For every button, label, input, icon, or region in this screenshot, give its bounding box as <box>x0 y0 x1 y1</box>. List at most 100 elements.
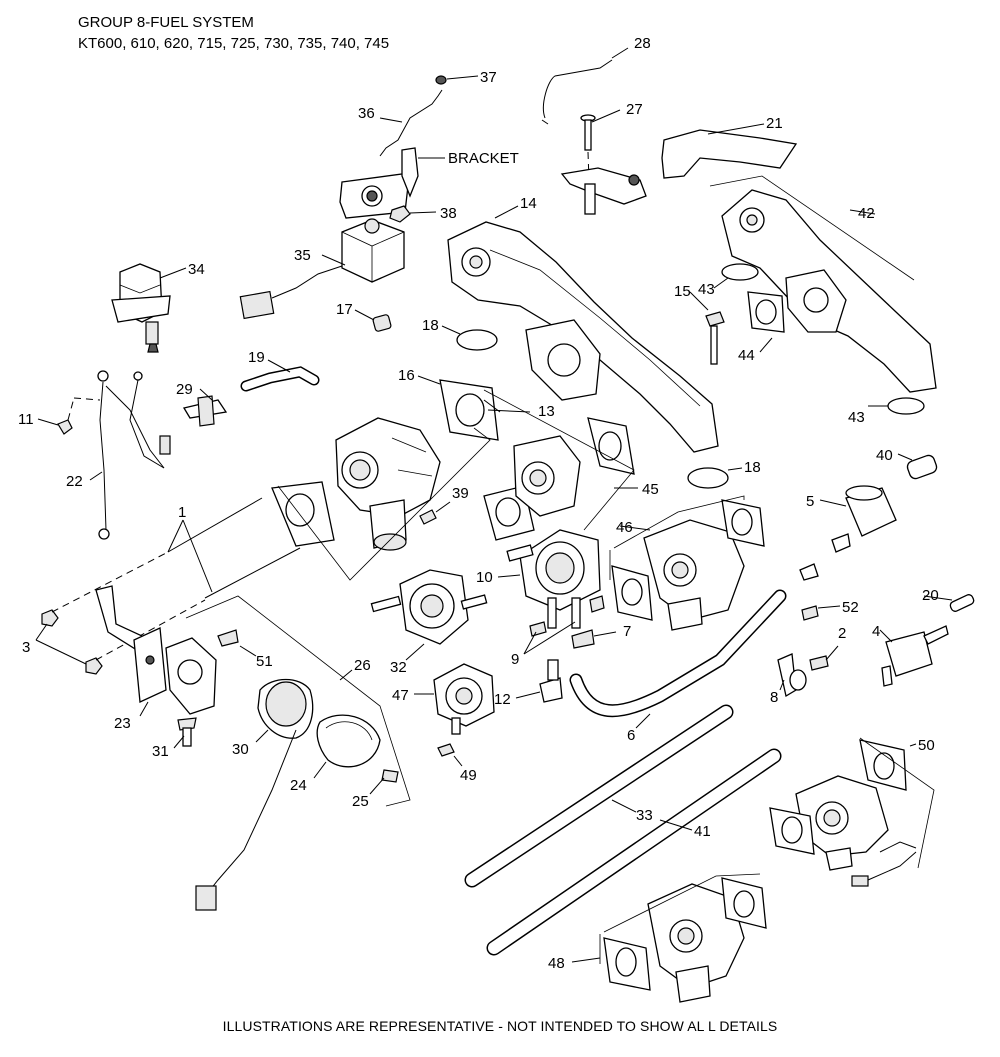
part-41-tube <box>486 748 782 956</box>
part-47-fuel-pump <box>414 663 495 735</box>
part-22-harness <box>73 370 171 540</box>
model-list: KT600, 610, 620, 715, 725, 730, 735, 740… <box>78 35 390 52</box>
part-11-screw <box>37 397 75 435</box>
callout-29: 29 <box>176 381 193 398</box>
callout-labels: 1 2 3 4 5 6 7 8 9 10 11 12 13 14 15 16 1… <box>18 35 939 972</box>
callout-47: 47 <box>392 687 409 704</box>
callout-16: 16 <box>398 367 415 384</box>
callout-15: 15 <box>674 283 691 300</box>
part-16-gasket <box>417 375 499 441</box>
part-32-fuel-pump <box>370 569 488 661</box>
callout-31: 31 <box>152 743 169 760</box>
callout-41: 41 <box>694 823 711 840</box>
callout-7: 7 <box>623 623 631 640</box>
part-49-screw <box>437 743 463 767</box>
part-3-nuts <box>35 551 206 675</box>
part-48-carburetor <box>571 873 767 1003</box>
callout-13: 13 <box>538 403 555 420</box>
part-43-gasket-lower <box>868 397 925 415</box>
callout-17: 17 <box>336 301 353 318</box>
callout-27: 27 <box>626 101 643 118</box>
part-7-clamp <box>571 629 617 649</box>
callout-24: 24 <box>290 777 307 794</box>
part-20-plug <box>923 594 975 612</box>
callout-21: 21 <box>766 115 783 132</box>
callout-43a: 43 <box>698 281 715 298</box>
callout-28: 28 <box>634 35 651 52</box>
callout-48: 48 <box>548 955 565 972</box>
callout-2: 2 <box>838 625 846 642</box>
part-42-intake-manifold <box>709 175 937 393</box>
callout-37: 37 <box>480 69 497 86</box>
callout-36: 36 <box>358 105 375 122</box>
callout-22: 22 <box>66 473 83 490</box>
callout-6: 6 <box>627 727 635 744</box>
part-45-throttle-body <box>483 389 638 541</box>
callout-20: 20 <box>922 587 939 604</box>
callout-38: 38 <box>440 205 457 222</box>
callout-35: 35 <box>294 247 311 264</box>
callout-10: 10 <box>476 569 493 586</box>
disclaimer-footer: ILLUSTRATIONS ARE REPRESENTATIVE - NOT I… <box>222 1018 778 1034</box>
bracket <box>339 147 445 219</box>
callout-3: 3 <box>22 639 30 656</box>
callout-46: 46 <box>616 519 633 536</box>
part-30-actuator <box>195 678 314 911</box>
part-24-gasket <box>313 714 381 779</box>
part-35-actuator <box>239 218 405 320</box>
part-1-studs <box>167 497 301 599</box>
part-19-hose <box>240 359 320 392</box>
part-34-solenoid <box>111 263 187 353</box>
callout-43b: 43 <box>848 409 865 426</box>
part-18-gasket-lower <box>687 467 743 489</box>
part-28-wire <box>541 47 629 125</box>
part-36-linkage <box>379 89 443 157</box>
callout-11: 11 <box>18 411 34 428</box>
callout-4: 4 <box>872 623 880 640</box>
part-46-carburetor <box>609 495 765 631</box>
part-25-screw <box>369 769 399 795</box>
callout-5: 5 <box>806 493 814 510</box>
part-14-intake-manifold <box>447 205 719 453</box>
part-21-throttle-linkage <box>560 123 798 215</box>
part-43-gasket-upper <box>713 263 759 289</box>
callout-52: 52 <box>842 599 859 616</box>
part-13-carburetor-assembly <box>271 399 531 581</box>
part-8-clamp <box>777 653 807 698</box>
part-52-fitting <box>799 563 841 621</box>
part-5-fuel-filter <box>819 485 897 553</box>
callout-19: 19 <box>248 349 265 366</box>
callout-33: 33 <box>636 807 653 824</box>
callout-18b: 18 <box>744 459 761 476</box>
part-23-bracket <box>95 585 167 717</box>
callout-30: 30 <box>232 741 249 758</box>
callout-23: 23 <box>114 715 131 732</box>
callout-bracket: BRACKET <box>448 150 519 167</box>
callout-51: 51 <box>256 653 273 670</box>
callout-25: 25 <box>352 793 369 810</box>
part-10-fuel-pump <box>497 529 601 611</box>
part-39-screw <box>419 501 451 525</box>
part-12-elbow <box>515 659 563 703</box>
part-44-gasket <box>747 291 785 353</box>
callout-34: 34 <box>188 261 205 278</box>
part-6-hose <box>569 589 787 729</box>
callout-49: 49 <box>460 767 477 784</box>
callout-9: 9 <box>511 651 519 668</box>
part-40-spacer <box>897 453 938 480</box>
part-33-tube <box>464 704 734 888</box>
callout-12: 12 <box>494 691 511 708</box>
part-31-screw <box>165 637 217 749</box>
callout-32: 32 <box>390 659 407 676</box>
diagram-title: GROUP 8-FUEL SYSTEM <box>78 14 254 31</box>
part-9-fittings <box>523 595 605 655</box>
callout-39: 39 <box>452 485 469 502</box>
callout-8: 8 <box>770 689 778 706</box>
part-17-spacer <box>354 309 392 332</box>
callout-14: 14 <box>520 195 537 212</box>
part-38-screw <box>389 205 437 223</box>
part-51-clamp <box>217 629 257 657</box>
callout-18a: 18 <box>422 317 439 334</box>
part-2-screw <box>809 645 839 671</box>
